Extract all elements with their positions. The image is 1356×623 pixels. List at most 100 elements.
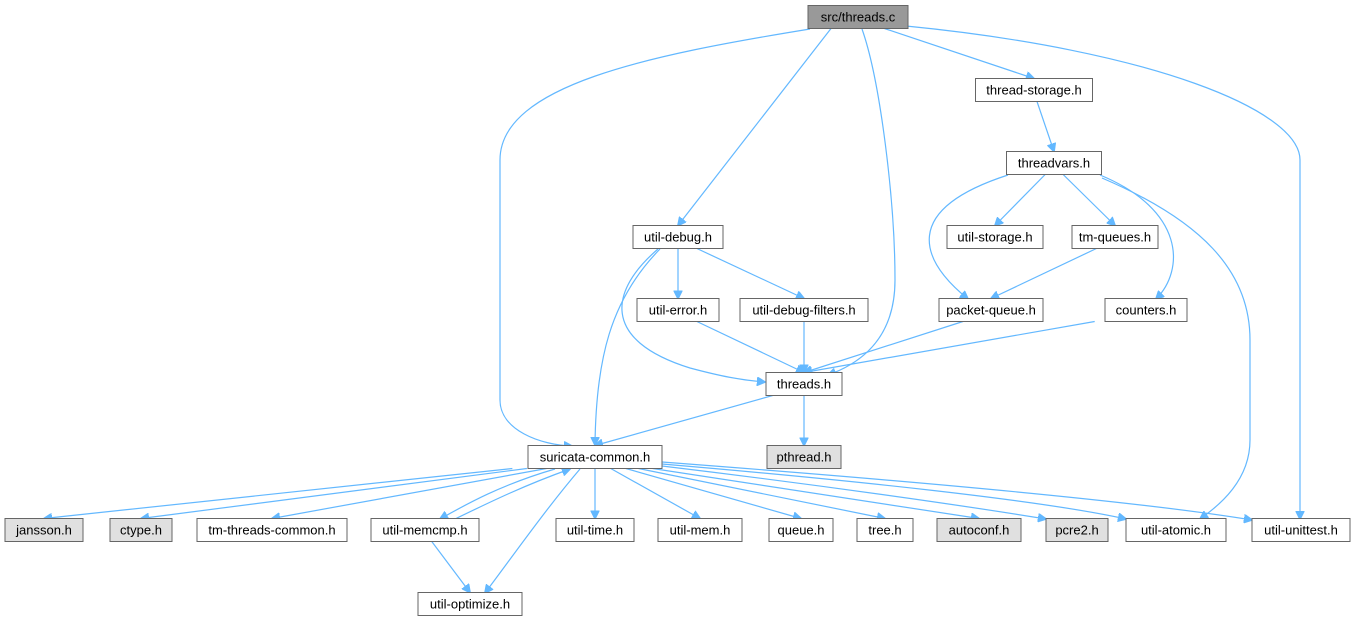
- node-counters[interactable]: counters.h: [1104, 298, 1188, 322]
- node-box: [1104, 298, 1188, 322]
- node-label: thread-storage.h: [986, 83, 1081, 98]
- node-box: [109, 518, 173, 542]
- node-label: util-time.h: [567, 523, 623, 538]
- edge-util-memcmp-to-suricata-common: [454, 469, 570, 520]
- node-jansson: jansson.h: [4, 518, 84, 542]
- node-util-storage[interactable]: util-storage.h: [946, 225, 1044, 249]
- node-box: [1045, 518, 1109, 542]
- node-label: pthread.h: [777, 450, 832, 465]
- node-util-unittest[interactable]: util-unittest.h: [1251, 518, 1351, 542]
- edge-threadvars-to-counters: [1099, 174, 1175, 299]
- node-tm-threads-common[interactable]: tm-threads-common.h: [196, 518, 348, 542]
- node-root[interactable]: src/threads.c: [807, 5, 909, 29]
- node-box: [1251, 518, 1351, 542]
- node-util-time[interactable]: util-time.h: [555, 518, 635, 542]
- node-ctype: ctype.h: [109, 518, 173, 542]
- node-box: [975, 78, 1093, 102]
- edge-suricata-common-to-tree: [638, 467, 886, 519]
- edge-root-to-thread-storage: [884, 27, 1034, 79]
- node-label: tm-threads-common.h: [208, 523, 335, 538]
- node-suricata-common[interactable]: suricata-common.h: [527, 445, 663, 469]
- node-label: suricata-common.h: [540, 450, 651, 465]
- node-label: threads.h: [777, 377, 831, 392]
- node-packet-queue[interactable]: packet-queue.h: [938, 298, 1044, 322]
- node-box: [946, 225, 1044, 249]
- edge-suricata-common-to-util-optimize: [485, 468, 581, 593]
- node-util-error[interactable]: util-error.h: [636, 298, 720, 322]
- node-util-optimize[interactable]: util-optimize.h: [417, 592, 523, 616]
- node-label: util-debug-filters.h: [752, 303, 855, 318]
- node-tm-queues[interactable]: tm-queues.h: [1071, 225, 1159, 249]
- edge-suricata-common-to-util-memcmp: [440, 468, 556, 519]
- node-util-mem[interactable]: util-mem.h: [657, 518, 743, 542]
- node-label: counters.h: [1116, 303, 1177, 318]
- node-util-debug-filters[interactable]: util-debug-filters.h: [739, 298, 869, 322]
- node-util-memcmp[interactable]: util-memcmp.h: [370, 518, 480, 542]
- node-box: [196, 518, 348, 542]
- nodes-layer: src/threads.c thread-storage.h threadvars.…: [4, 5, 1351, 616]
- node-label: packet-queue.h: [946, 303, 1036, 318]
- node-box: [766, 445, 842, 469]
- edge-suricata-common-to-util-mem: [610, 467, 700, 519]
- node-box: [739, 298, 869, 322]
- node-label: util-error.h: [649, 303, 708, 318]
- edge-util-debug-to-util-debug-filters: [696, 247, 804, 299]
- edge-util-error-to-threads-h: [696, 320, 804, 373]
- node-label: util-mem.h: [670, 523, 731, 538]
- node-box: [370, 518, 480, 542]
- node-label: util-debug.h: [644, 230, 712, 245]
- node-label: tm-queues.h: [1079, 230, 1151, 245]
- node-box: [856, 518, 914, 542]
- node-label: jansson.h: [15, 523, 72, 538]
- node-tree[interactable]: tree.h: [856, 518, 914, 542]
- edge-root-to-suricata-common: [499, 28, 811, 446]
- edge-util-memcmp-to-util-optimize: [431, 541, 470, 593]
- node-label: threadvars.h: [1018, 156, 1090, 171]
- node-threads-h[interactable]: threads.h: [765, 372, 843, 396]
- edge-suricata-common-to-queue: [625, 467, 801, 519]
- edge-tm-queues-to-packet-queue: [991, 247, 1097, 299]
- node-box: [1125, 518, 1227, 542]
- node-box: [4, 518, 84, 542]
- node-autoconf: autoconf.h: [936, 518, 1022, 542]
- node-box: [807, 5, 909, 29]
- node-queue[interactable]: queue.h: [768, 518, 834, 542]
- node-label: util-storage.h: [957, 230, 1032, 245]
- edge-suricata-common-to-autoconf: [652, 467, 979, 519]
- node-label: pcre2.h: [1055, 523, 1098, 538]
- node-box: [555, 518, 635, 542]
- node-box: [936, 518, 1022, 542]
- edge-util-debug-to-suricata-common: [595, 248, 661, 445]
- edge-suricata-common-to-jansson: [44, 467, 513, 519]
- node-threadvars[interactable]: threadvars.h: [1006, 151, 1102, 175]
- node-box: [632, 225, 724, 249]
- node-util-atomic[interactable]: util-atomic.h: [1125, 518, 1227, 542]
- node-label: queue.h: [778, 523, 825, 538]
- node-box: [636, 298, 720, 322]
- edge-threadvars-to-tm-queues: [1062, 174, 1115, 226]
- node-box: [938, 298, 1044, 322]
- edges-layer: [44, 25, 1300, 593]
- edge-threadvars-to-packet-queue: [928, 174, 1009, 299]
- edge-suricata-common-to-util-atomic: [661, 463, 1126, 519]
- node-label: util-atomic.h: [1141, 523, 1211, 538]
- node-label: util-unittest.h: [1264, 523, 1338, 538]
- edge-threadvars-to-util-atomic: [1101, 177, 1251, 519]
- node-pthread: pthread.h: [766, 445, 842, 469]
- node-pcre2: pcre2.h: [1045, 518, 1109, 542]
- edge-root-to-util-unittest: [905, 25, 1300, 519]
- node-box: [1006, 151, 1102, 175]
- edge-root-to-threads-h: [828, 28, 896, 375]
- node-util-debug[interactable]: util-debug.h: [632, 225, 724, 249]
- node-label: util-optimize.h: [430, 597, 510, 612]
- node-label: tree.h: [868, 523, 901, 538]
- node-label: autoconf.h: [949, 523, 1010, 538]
- node-thread-storage[interactable]: thread-storage.h: [975, 78, 1093, 102]
- node-label: ctype.h: [120, 523, 162, 538]
- node-box: [417, 592, 523, 616]
- edge-packet-queue-to-threads-h: [804, 320, 964, 373]
- node-label: util-memcmp.h: [382, 523, 467, 538]
- node-box: [768, 518, 834, 542]
- edge-counters-to-threads-h: [804, 320, 1095, 373]
